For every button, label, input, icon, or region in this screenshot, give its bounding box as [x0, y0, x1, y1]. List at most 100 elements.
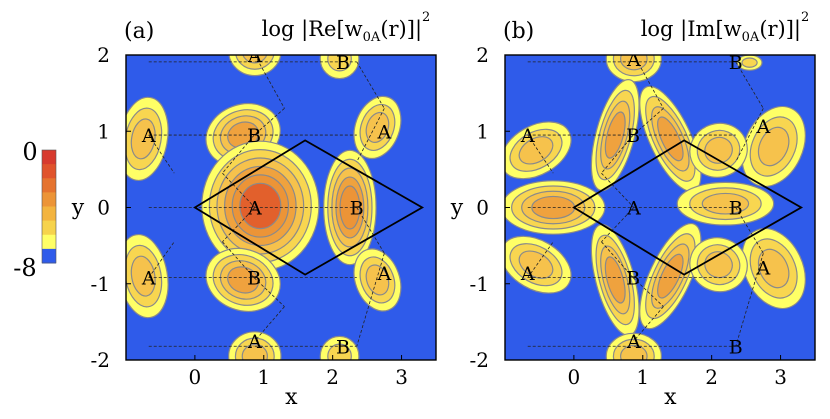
contour-lobe — [126, 96, 169, 181]
axis-ticks: 0 1 2 3 2 1 0 -1 -2 — [470, 43, 787, 389]
lattice-bond — [148, 134, 175, 174]
colorbar-segment — [42, 192, 56, 207]
lattice-bond — [527, 241, 554, 278]
site-label-A: A — [520, 263, 535, 285]
x-tick-label: 3 — [774, 365, 787, 389]
contour-lobe — [201, 140, 320, 272]
title-sub: 0A — [742, 30, 760, 45]
site-label-A: A — [755, 258, 770, 280]
y-tick-label: 1 — [97, 119, 110, 143]
lattice-bond — [601, 172, 635, 208]
contour-level — [130, 255, 156, 297]
lattice-bond — [148, 241, 175, 278]
x-tick-label: 2 — [705, 365, 718, 389]
colorbar-segment — [42, 248, 56, 264]
lattice-bond — [356, 108, 385, 162]
y-tick-label: 2 — [476, 43, 489, 67]
site-label-B: B — [247, 125, 261, 147]
contour-lobe — [319, 335, 360, 360]
contour-level — [741, 57, 758, 68]
site-label-A: A — [755, 116, 770, 138]
contour-level — [518, 250, 554, 279]
site-label-A: A — [376, 121, 391, 143]
colorbar-frame — [41, 149, 57, 264]
colorbar-segment — [42, 206, 56, 222]
colorbar-segment — [42, 220, 56, 236]
y-axis-label: y — [71, 196, 85, 221]
site-label-A: A — [247, 198, 262, 220]
contour-lobe — [639, 85, 702, 193]
y-tick-label: 0 — [97, 196, 110, 220]
contour-lobe — [676, 181, 775, 226]
y-tick-label: 2 — [97, 43, 110, 67]
lattice-bond — [253, 277, 285, 307]
contour-lobe — [319, 55, 360, 80]
contour-level — [239, 182, 282, 230]
lattice-bond — [735, 108, 764, 162]
y-tick-label: 1 — [476, 119, 489, 143]
contour-lobe — [741, 227, 806, 310]
lattice-bond — [601, 241, 634, 278]
site-label-A: A — [626, 331, 641, 353]
contour-level — [757, 126, 790, 167]
panel-title: log |Re[w0A(r)]|2 — [262, 10, 431, 45]
contour-level — [619, 344, 648, 360]
title-part: log — [262, 17, 295, 41]
contour-level — [757, 248, 790, 289]
x-tick-label: 0 — [189, 365, 202, 389]
lattice-bond — [601, 134, 634, 174]
lattice-bond — [735, 207, 764, 254]
lattice-bonds — [527, 55, 764, 347]
title-part: |Im[w — [674, 17, 742, 42]
contour-level — [327, 55, 352, 72]
site-label-B: B — [729, 336, 743, 358]
site-label-B: B — [626, 268, 640, 290]
contour-level — [518, 136, 554, 165]
x-axis-label: x — [664, 385, 677, 410]
contour-lobe — [505, 235, 572, 294]
lattice-bond — [254, 55, 285, 109]
site-label-A: A — [141, 268, 156, 290]
contour-lobe — [689, 122, 748, 178]
lattice-bond — [735, 61, 764, 109]
lattice-bond — [633, 306, 664, 342]
title-sub: 0A — [363, 30, 381, 45]
colorbar-min-label: -8 — [13, 254, 36, 282]
x-tick-label: 1 — [636, 365, 649, 389]
site-label-A: A — [247, 45, 262, 67]
contour-level — [130, 118, 156, 160]
lattice-bond — [735, 253, 764, 347]
site-label-A: A — [626, 49, 641, 71]
y-tick-label: -1 — [470, 272, 489, 296]
x-tick-label: 0 — [568, 365, 581, 389]
y-tick-label: 0 — [476, 196, 489, 220]
contour-lobe — [689, 237, 748, 293]
title-part: |Re[w — [294, 17, 362, 42]
lattice-bond — [222, 241, 255, 278]
x-tick-label: 2 — [326, 365, 339, 389]
contour-lobe — [505, 121, 572, 180]
x-tick-label: 1 — [257, 365, 270, 389]
site-label-A: A — [626, 198, 641, 220]
y-tick-label: -2 — [470, 348, 489, 372]
contour-level — [327, 343, 352, 360]
title-sup: 2 — [422, 10, 430, 25]
colorbar-segment — [42, 234, 56, 250]
colorbar-segment — [42, 150, 56, 165]
site-label-B: B — [626, 125, 640, 147]
colorbar: 0-8 — [13, 138, 57, 282]
unit-cell — [193, 139, 425, 276]
panel-label: (a) — [124, 19, 154, 44]
site-label-B: B — [336, 52, 350, 74]
y-axis-label: y — [450, 196, 464, 221]
lattice-bond — [222, 134, 255, 174]
lattice-bond — [254, 306, 285, 342]
site-label-B: B — [350, 198, 364, 220]
contour-lobe — [353, 95, 402, 160]
